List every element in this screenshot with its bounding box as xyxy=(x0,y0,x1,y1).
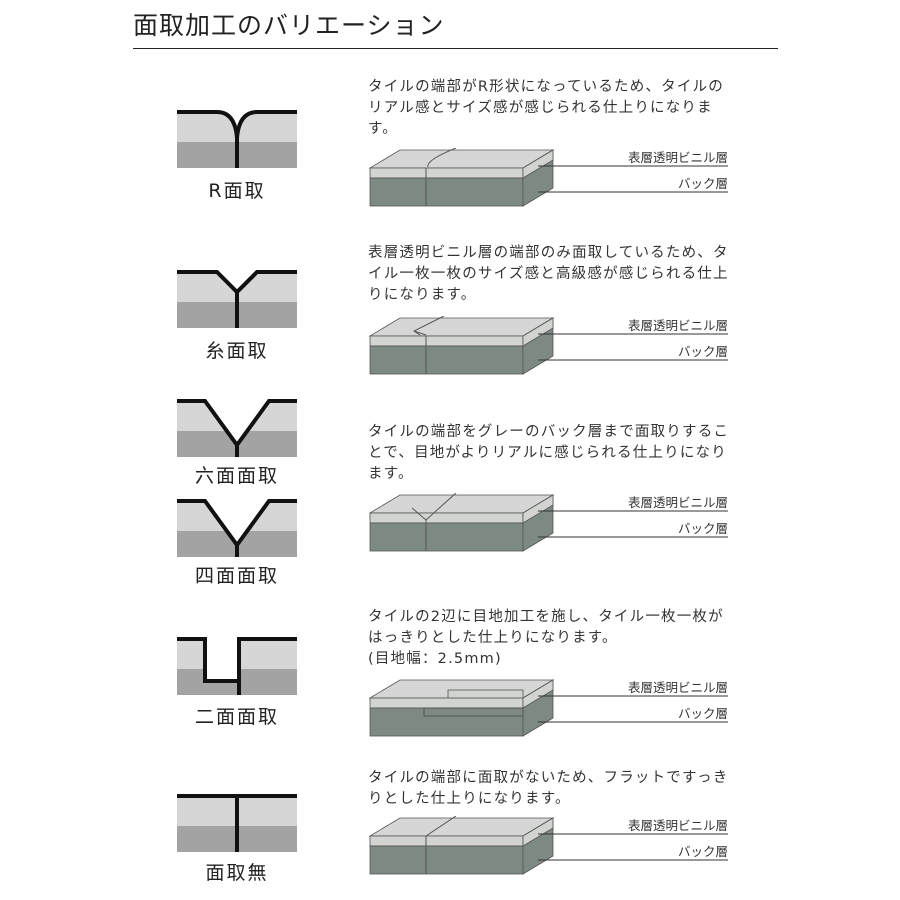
cross-section-diagram xyxy=(368,148,728,207)
v-chamfer-icon xyxy=(177,497,297,557)
label-top-layer: 表層透明ビニル層 xyxy=(627,318,728,333)
cross-section-diagram xyxy=(368,816,728,875)
r-chamfer-icon xyxy=(177,108,297,168)
thread-chamfer-icon xyxy=(177,268,297,328)
label-four-face-chamfer: 四面面取 xyxy=(194,565,279,587)
label-back-layer: バック層 xyxy=(677,344,728,359)
description-r-chamfer: タイルの端部がR形状になっているため、タイルのリアル感とサイズ感が感じられる仕上… xyxy=(368,79,724,137)
description-joint-groove: タイルの2辺に目地加工を施し、タイル一枚一枚がはっきりとした仕上りになります。 (… xyxy=(368,607,738,670)
label-no-chamfer: 面取無 xyxy=(205,862,269,884)
cross-section-diagram xyxy=(368,316,728,375)
v-chamfer-icon xyxy=(177,397,297,457)
label-back-layer: バック層 xyxy=(677,706,728,721)
title-divider xyxy=(133,48,778,49)
label-back-layer: バック層 xyxy=(677,176,728,191)
description-no-chamfer: タイルの端部に面取がないため、フラットですっきりとした仕上りになります。 xyxy=(368,770,729,807)
label-top-layer: 表層透明ビニル層 xyxy=(627,495,728,510)
label-two-face-chamfer: 二面面取 xyxy=(194,706,279,728)
label-r-chamfer: R面取 xyxy=(208,180,266,202)
label-back-layer: バック層 xyxy=(677,521,728,536)
description-thread-chamfer: 表層透明ビニル層の端部のみ面取しているため、タイル一枚一枚のサイズ感と高級感が感… xyxy=(368,245,729,303)
cross-section-diagram xyxy=(368,493,728,552)
label-back-layer: バック層 xyxy=(677,844,728,859)
cross-section-diagram xyxy=(368,679,728,737)
label-top-layer: 表層透明ビニル層 xyxy=(627,818,728,833)
label-thread-chamfer: 糸面取 xyxy=(205,340,269,362)
description-v-chamfer: タイルの端部をグレーのバック層まで面取りすることで、目地がよりリアルに感じられる… xyxy=(368,424,730,482)
label-top-layer: 表層透明ビニル層 xyxy=(627,150,728,165)
no-chamfer-icon xyxy=(177,794,297,852)
joint-groove-icon xyxy=(177,635,297,695)
label-top-layer: 表層透明ビニル層 xyxy=(627,680,728,695)
page-title: 面取加工のバリエーション xyxy=(133,11,445,40)
description-text: タイルの2辺に目地加工を施し、タイル一枚一枚がはっきりとした仕上りになります。 xyxy=(368,609,724,646)
label-six-face-chamfer: 六面面取 xyxy=(194,465,279,487)
joint-width-note: (目地幅：2.5mm) xyxy=(368,651,502,667)
